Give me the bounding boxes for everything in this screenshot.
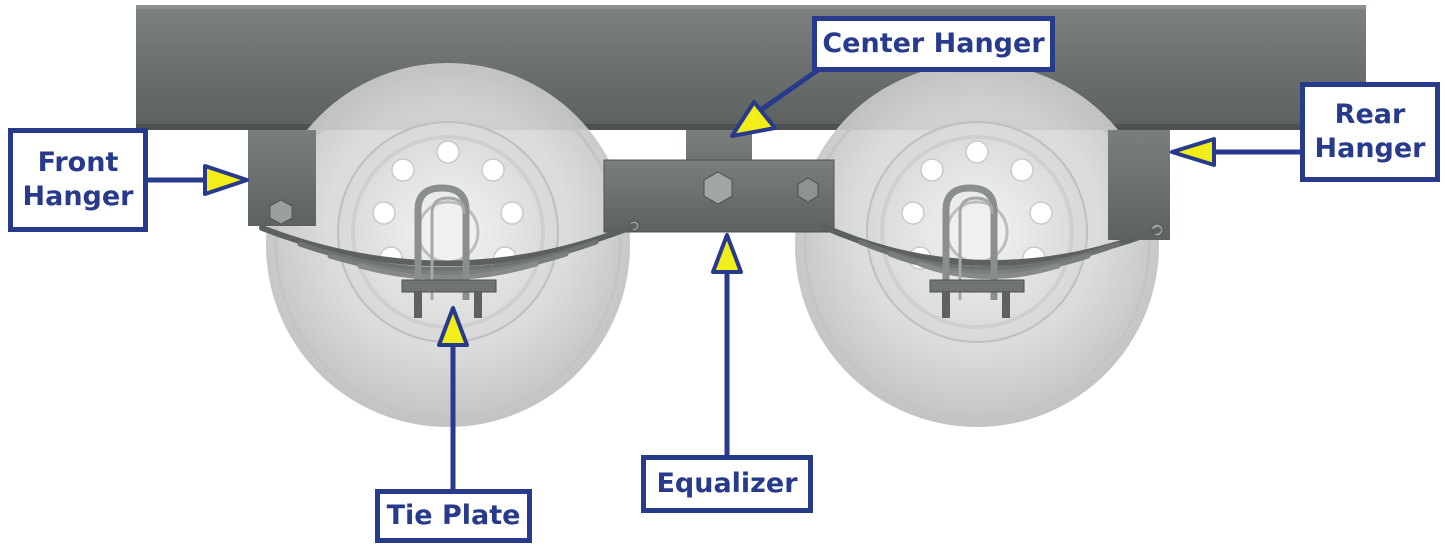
right-u-bolt-assembly: [929, 184, 1025, 318]
front-hanger-part: [248, 130, 316, 226]
equalizer-text: Equalizer: [656, 468, 798, 499]
front-hanger-text-line1: Front: [37, 147, 119, 178]
equalizer-label: Equalizer: [641, 455, 813, 513]
arrow-right-icon: [711, 233, 743, 274]
equalizer-pointer: [711, 233, 743, 455]
left-u-bolt-assembly: [401, 184, 497, 318]
right-wheel-holes: [901, 140, 1053, 270]
arrow-right-icon: [730, 100, 777, 138]
center-hanger-text: Center Hanger: [822, 28, 1045, 59]
rear-hanger-text-line1: Rear: [1334, 99, 1406, 130]
tie-plate-pointer: [437, 306, 469, 489]
rear-hanger-label: Rear Hanger: [1300, 82, 1440, 182]
front-hanger-text-line2: Hanger: [22, 181, 134, 212]
equalizer-part: [603, 159, 835, 233]
arrow-right-icon: [203, 164, 249, 196]
arrow-right-icon: [1170, 137, 1216, 167]
rear-hanger-part: [1108, 130, 1170, 240]
right-wheel: [795, 63, 1159, 427]
front-hanger-label: Front Hanger: [8, 128, 148, 232]
center-hanger-pointer: [730, 67, 820, 138]
tie-plate-text: Tie Plate: [386, 500, 521, 531]
tie-plate-label: Tie Plate: [375, 489, 532, 543]
right-leaf-spring: [819, 223, 1161, 279]
front-hanger-pointer: [148, 164, 249, 196]
center-hanger-label: Center Hanger: [812, 16, 1055, 72]
rear-hanger-text-line2: Hanger: [1314, 133, 1426, 164]
rear-hanger-pointer: [1170, 137, 1300, 167]
arrow-right-icon: [437, 306, 469, 347]
left-leaf-spring: [259, 223, 637, 280]
